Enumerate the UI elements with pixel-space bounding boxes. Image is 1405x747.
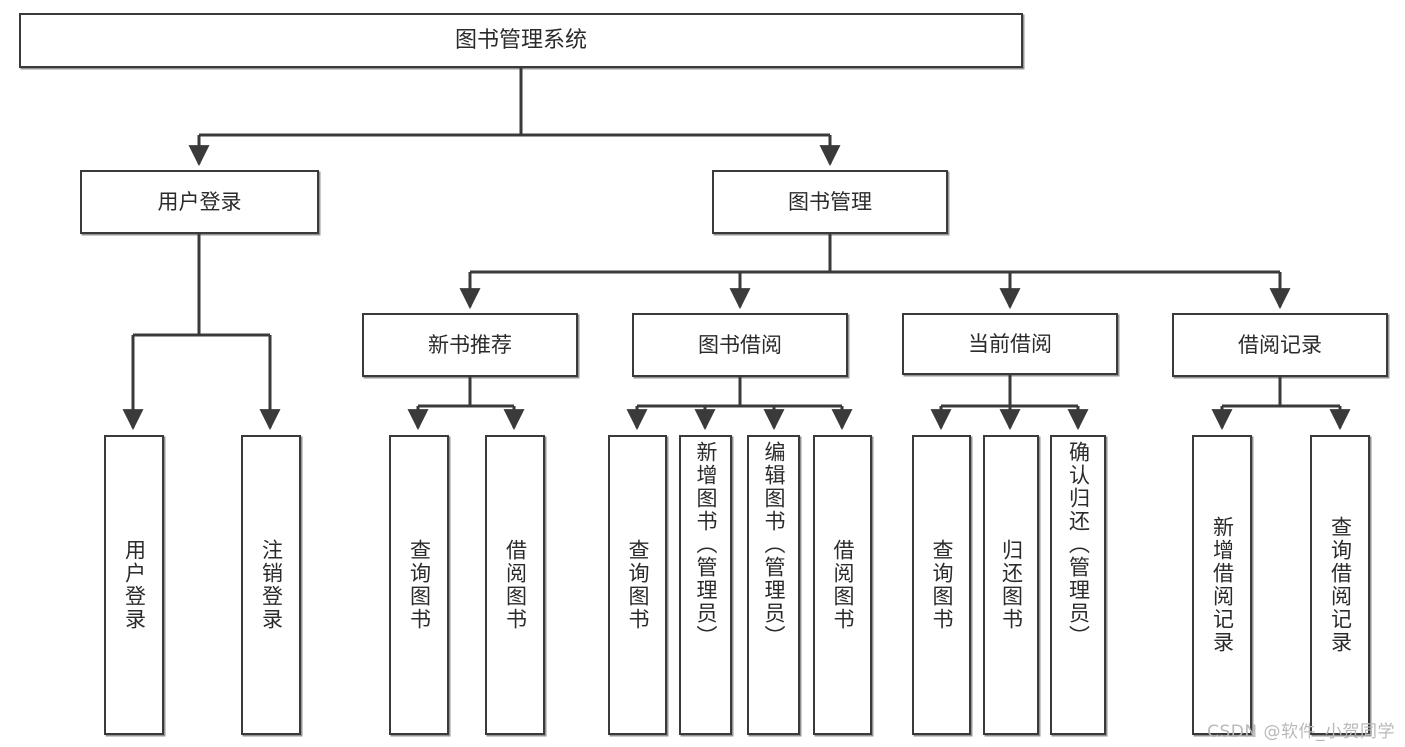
- node-borrow-record[interactable]: 借阅记录: [1172, 313, 1388, 377]
- node-label: 图书借阅: [698, 332, 782, 357]
- node-current-borrow[interactable]: 当前借阅: [902, 313, 1118, 375]
- node-label: 查询图书: [407, 539, 432, 631]
- leaf-borrow-record-add[interactable]: 新增借阅记录: [1192, 435, 1252, 735]
- leaf-book-borrow-query[interactable]: 查询图书: [608, 435, 667, 735]
- leaf-new-book-query[interactable]: 查询图书: [389, 435, 449, 735]
- leaf-user-login-logout[interactable]: 注销登录: [241, 435, 301, 735]
- node-label: 查询图书: [626, 539, 650, 631]
- leaf-borrow-record-query[interactable]: 查询借阅记录: [1310, 435, 1370, 735]
- leaf-user-login-login[interactable]: 用户登录: [104, 435, 164, 735]
- watermark-text: CSDN @软件_小贺同学: [1207, 722, 1395, 742]
- node-book-borrow[interactable]: 图书借阅: [632, 313, 848, 377]
- node-label: 新增图书（管理员）: [694, 441, 718, 648]
- leaf-current-borrow-return[interactable]: 归还图书: [983, 435, 1039, 735]
- leaf-current-borrow-query[interactable]: 查询图书: [912, 435, 971, 735]
- node-label: 用户登录: [122, 539, 147, 631]
- node-label: 图书管理系统: [454, 27, 587, 53]
- node-label: 当前借阅: [968, 331, 1052, 356]
- leaf-book-borrow-add-admin[interactable]: 新增图书（管理员）: [679, 435, 732, 735]
- node-label: 借阅记录: [1238, 332, 1322, 357]
- node-label: 借阅图书: [503, 539, 528, 631]
- node-label: 用户登录: [157, 189, 242, 214]
- leaf-current-borrow-confirm-admin[interactable]: 确认归还（管理员）: [1050, 435, 1106, 735]
- node-label: 图书管理: [788, 189, 872, 214]
- node-new-book-recommend[interactable]: 新书推荐: [362, 313, 578, 377]
- node-label: 确认归还（管理员）: [1066, 441, 1091, 648]
- node-label: 查询图书: [930, 539, 954, 631]
- leaf-book-borrow-edit-admin[interactable]: 编辑图书（管理员）: [747, 435, 800, 735]
- leaf-new-book-borrow[interactable]: 借阅图书: [485, 435, 545, 735]
- node-label: 归还图书: [999, 539, 1024, 631]
- node-label: 新增借阅记录: [1210, 516, 1235, 654]
- node-label: 查询借阅记录: [1328, 516, 1353, 654]
- node-label: 编辑图书（管理员）: [762, 441, 786, 648]
- leaf-book-borrow-borrow[interactable]: 借阅图书: [813, 435, 872, 735]
- node-user-login[interactable]: 用户登录: [80, 170, 319, 234]
- node-book-management[interactable]: 图书管理: [712, 170, 948, 234]
- node-label: 借阅图书: [831, 539, 855, 631]
- node-label: 新书推荐: [428, 332, 512, 357]
- node-label: 注销登录: [259, 539, 284, 631]
- node-root-book-management-system[interactable]: 图书管理系统: [19, 13, 1023, 68]
